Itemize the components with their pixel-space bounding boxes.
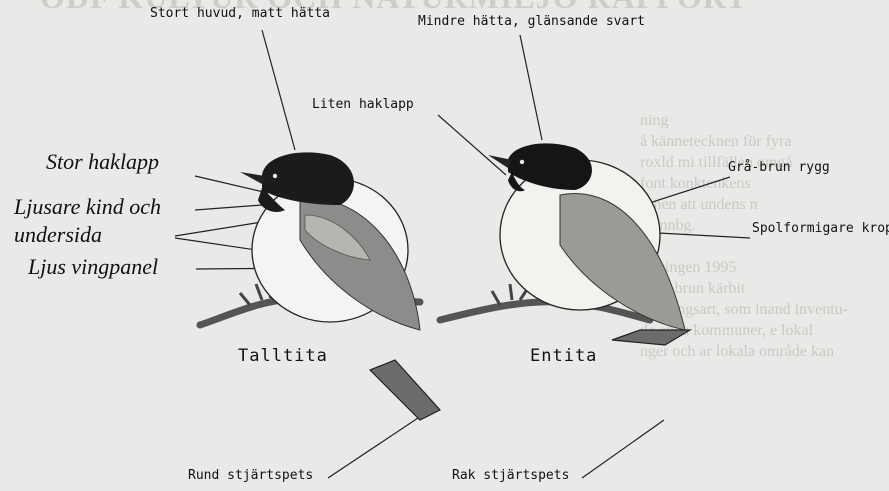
leader-tail-left <box>328 418 418 478</box>
leader-bib-right <box>438 115 506 175</box>
label-gra-brun-rygg: Grå-brun rygg <box>728 160 830 175</box>
label-ljusare-kind-line1: Ljusare kind och <box>14 194 161 220</box>
label-stort-huvud: Stort huvud, matt hätta <box>150 6 330 21</box>
leader-top-right <box>520 35 542 140</box>
right-cap <box>508 143 592 190</box>
leader-top-left <box>262 30 295 150</box>
leader-cheek-2 <box>175 222 262 236</box>
label-mindre-hatta: Mindre hätta, glänsande svart <box>418 14 645 29</box>
caption-entita: Entita <box>530 346 597 366</box>
leader-tail-right <box>582 420 664 478</box>
label-spolformigare-kropp: Spolformigare kropp <box>752 221 889 236</box>
label-rund-stjartspets: Rund stjärtspets <box>188 468 313 483</box>
talltita-bird <box>200 152 440 420</box>
label-liten-haklapp: Liten haklapp <box>312 97 414 112</box>
label-stor-haklapp: Stor haklapp <box>46 149 159 175</box>
right-tail <box>612 330 690 345</box>
left-eye <box>273 174 277 178</box>
entita-bird <box>440 143 690 345</box>
leader-cheek-1 <box>195 205 262 210</box>
left-tail <box>370 360 440 420</box>
label-rak-stjartspets: Rak stjärtspets <box>452 468 569 483</box>
right-branch <box>440 302 650 320</box>
left-beak <box>240 172 265 184</box>
right-eye <box>520 160 524 164</box>
label-ljusare-kind-line2: undersida <box>14 222 102 248</box>
left-cap <box>262 152 354 205</box>
label-ljus-vingpanel: Ljus vingpanel <box>28 254 158 280</box>
caption-talltita: Talltita <box>238 346 328 366</box>
